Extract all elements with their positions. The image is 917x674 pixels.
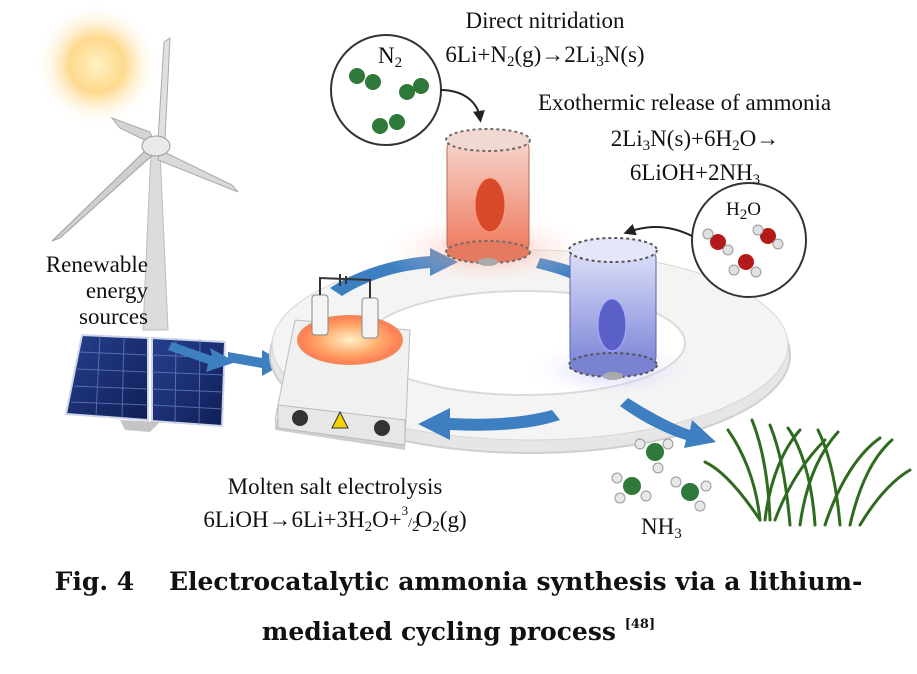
flow-arrow-icon [620,398,716,448]
renewable-label: Renewable energy sources [45,252,148,329]
figure-number: Fig. 4 [54,567,135,596]
molecule-icon [611,438,712,512]
n2-label: N2 [378,43,403,71]
electrolysis-equation: 6LiOH→6Li+3H2O+3/2O2(g) [203,503,467,535]
fraction: 3/2 [401,503,420,535]
reactor-icon [445,128,531,266]
sun-icon [35,3,159,127]
molecule-icon [623,182,807,298]
h2o-label: H2O [726,199,761,223]
flow-arrow-icon [418,408,560,440]
nh3-label: NH3 [641,514,682,542]
release-equation-line2: 6LiOH+2NH3 [629,160,761,188]
molecule-icon [330,34,485,146]
nitridation-title: Direct nitridation [465,8,625,33]
grass-icon [703,418,912,527]
electrolyzer-icon [274,274,411,450]
nitridation-equation: 6Li+N2(g)→2Li3N(s) [445,42,645,70]
solar-panel-icon [64,333,227,432]
electrolysis-title: Molten salt electrolysis [227,474,443,499]
wind-turbine-icon [51,37,239,331]
reactor-icon [568,237,658,380]
caption-text: Electrocatalytic ammonia synthesis via a… [168,567,863,596]
release-title: Exothermic release of ammonia [538,90,832,115]
reference-mark: [48] [624,617,656,632]
figure-caption-line2: mediated cycling process [48] [0,617,917,646]
caption-text: mediated cycling process [261,617,616,646]
figure-caption-line1: Fig. 4 Electrocatalytic ammonia synthesi… [0,567,917,596]
release-equation-line1: 2Li3N(s)+6H2O→ [610,126,780,154]
flow-arrow-icon [168,342,236,372]
